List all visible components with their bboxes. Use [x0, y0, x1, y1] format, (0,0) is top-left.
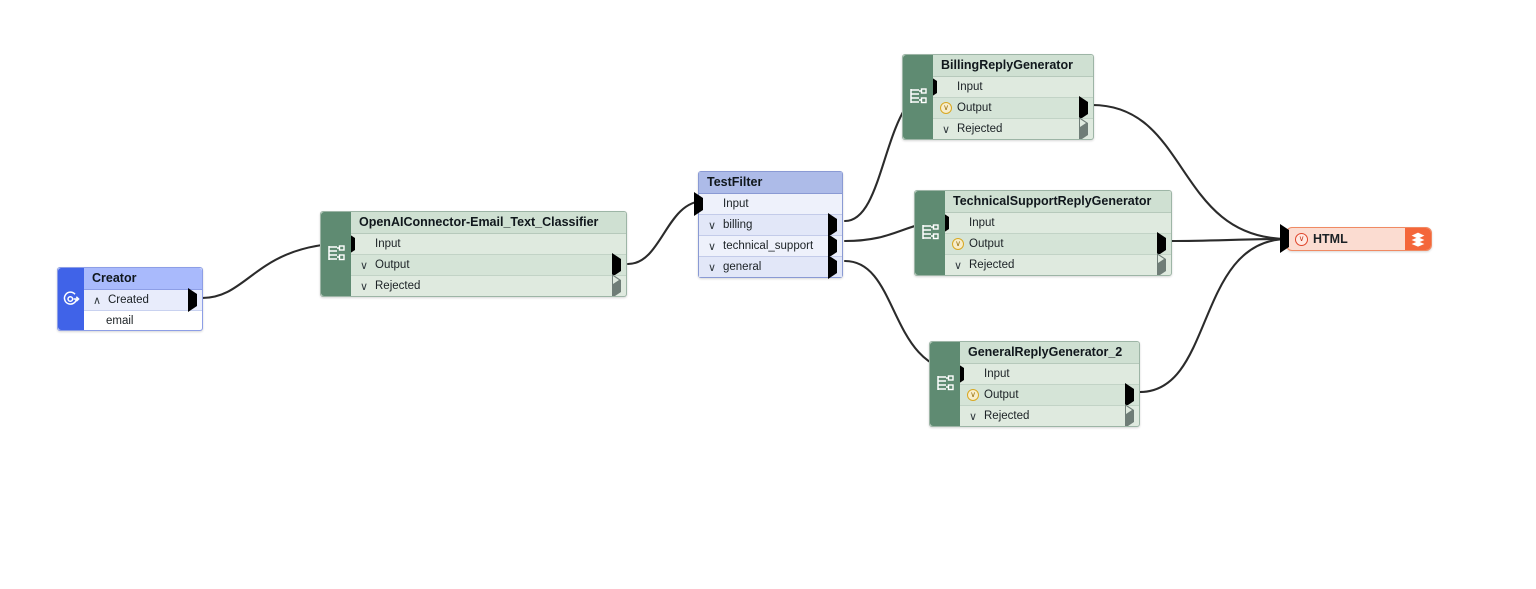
node-general-reply-generator-2[interactable]: GeneralReplyGenerator_2 Input ∨ Output R… [929, 341, 1140, 427]
billing-port-output[interactable]: ∨ Output [933, 96, 1093, 120]
general-port-rejected-label: Rejected [984, 410, 1030, 422]
chevron-down-icon[interactable] [357, 281, 371, 292]
html-input-arrow[interactable] [1280, 224, 1289, 253]
classifier-port-input-label: Input [375, 238, 401, 250]
classifier-port-input[interactable]: Input [351, 232, 626, 256]
circle-chevron-warning-icon[interactable]: ∨ [939, 102, 953, 114]
general-port-input-label: Input [984, 368, 1010, 380]
node-technical-support-reply-generator[interactable]: TechnicalSupportReplyGenerator Input ∨ O… [914, 190, 1172, 276]
classifier-rejected-arrow[interactable] [612, 274, 621, 296]
test-filter-port-input-label: Input [723, 198, 749, 210]
billing-port-input[interactable]: Input [933, 75, 1093, 99]
classifier-title: OpenAIConnector-Email_Text_Classifier [351, 212, 626, 234]
test-filter-port-general-label: general [723, 261, 762, 273]
billing-icon-rail [903, 55, 933, 139]
input-arrow-icon[interactable] [933, 75, 937, 99]
technical-title: TechnicalSupportReplyGenerator [945, 191, 1171, 213]
test-filter-port-general[interactable]: general [699, 255, 842, 279]
billing-output-arrow[interactable] [1079, 96, 1088, 120]
technical-icon-rail [915, 191, 945, 275]
technical-port-input-label: Input [969, 217, 995, 229]
general-rejected-arrow[interactable] [1125, 404, 1134, 426]
technical-rejected-arrow[interactable] [1157, 253, 1166, 275]
technical-port-rejected-label: Rejected [969, 259, 1015, 271]
node-html-output[interactable]: ∨ HTML [1280, 224, 1432, 253]
classifier-output-arrow[interactable] [612, 253, 621, 277]
flow-schema-icon [937, 375, 954, 391]
technical-output-arrow[interactable] [1157, 232, 1166, 256]
general-title: GeneralReplyGenerator_2 [960, 342, 1139, 364]
chevron-down-icon[interactable] [705, 241, 719, 252]
creator-title: Creator [84, 268, 202, 290]
node-billing-reply-generator[interactable]: BillingReplyGenerator Input ∨ Output Rej… [902, 54, 1094, 140]
test-filter-title: TestFilter [699, 172, 842, 194]
billing-port-rejected-label: Rejected [957, 123, 1003, 135]
test-filter-general-arrow[interactable] [828, 255, 837, 279]
general-port-input[interactable]: Input [960, 362, 1139, 386]
technical-port-rejected[interactable]: Rejected [945, 253, 1171, 275]
billing-port-rejected[interactable]: Rejected [933, 117, 1093, 139]
technical-port-output-label: Output [969, 238, 1004, 250]
test-filter-port-input[interactable]: Input [694, 192, 842, 216]
billing-port-input-label: Input [957, 81, 983, 93]
general-port-rejected[interactable]: Rejected [960, 404, 1139, 426]
node-openai-classifier[interactable]: OpenAIConnector-Email_Text_Classifier In… [320, 211, 627, 297]
classifier-port-output-label: Output [375, 259, 410, 271]
edge-technical-to-html [1168, 237, 1290, 243]
input-arrow-icon[interactable] [945, 211, 949, 235]
creator-port-created[interactable]: Created [84, 288, 202, 312]
flow-schema-icon [328, 245, 345, 261]
chevron-down-icon[interactable] [966, 411, 980, 422]
circle-chevron-warning-icon[interactable]: ∨ [966, 389, 980, 401]
general-icon-rail [930, 342, 960, 426]
test-filter-billing-arrow[interactable] [828, 213, 837, 237]
billing-port-output-label: Output [957, 102, 992, 114]
chevron-down-icon[interactable] [357, 260, 371, 271]
html-output-label: HTML [1313, 232, 1348, 246]
trigger-event-icon [63, 291, 80, 305]
chevron-down-icon[interactable] [705, 262, 719, 273]
chevron-down-icon[interactable] [939, 124, 953, 135]
classifier-icon-rail [321, 212, 351, 296]
creator-icon-rail [58, 268, 84, 330]
creator-port-created-label: Created [108, 294, 149, 306]
classifier-port-output[interactable]: Output [351, 253, 626, 277]
flow-schema-icon [910, 88, 927, 104]
layers-stack-icon[interactable] [1405, 228, 1431, 250]
test-filter-port-billing[interactable]: billing [699, 213, 842, 237]
billing-rejected-arrow[interactable] [1079, 117, 1088, 139]
node-test-filter[interactable]: TestFilter Input billing technical_suppo… [694, 171, 843, 279]
general-output-arrow[interactable] [1125, 383, 1134, 407]
classifier-port-rejected-label: Rejected [375, 280, 421, 292]
input-arrow-icon[interactable] [960, 362, 964, 386]
test-filter-technical-arrow[interactable] [828, 234, 837, 258]
creator-field-email[interactable]: email [84, 310, 202, 330]
input-arrow-icon[interactable] [694, 192, 703, 216]
test-filter-port-technical-support[interactable]: technical_support [699, 234, 842, 258]
test-filter-port-billing-label: billing [723, 219, 753, 231]
classifier-port-rejected[interactable]: Rejected [351, 274, 626, 296]
test-filter-port-technical-support-label: technical_support [723, 240, 814, 252]
flow-schema-icon [922, 224, 939, 240]
general-port-output[interactable]: ∨ Output [960, 383, 1139, 407]
general-port-output-label: Output [984, 389, 1019, 401]
node-creator[interactable]: Creator Created email [57, 267, 203, 331]
creator-output-arrow[interactable] [188, 288, 197, 312]
circle-chevron-warning-icon[interactable]: ∨ [951, 238, 965, 250]
technical-port-output[interactable]: ∨ Output [945, 232, 1171, 256]
chevron-down-icon[interactable] [705, 220, 719, 231]
input-arrow-icon[interactable] [351, 232, 355, 256]
billing-title: BillingReplyGenerator [933, 55, 1093, 77]
edge-classifier-to-testfilter [626, 199, 706, 266]
chevron-down-icon[interactable] [951, 260, 965, 271]
circle-chevron-error-icon[interactable]: ∨ [1295, 232, 1308, 246]
chevron-up-icon[interactable] [90, 295, 104, 306]
technical-port-input[interactable]: Input [945, 211, 1171, 235]
